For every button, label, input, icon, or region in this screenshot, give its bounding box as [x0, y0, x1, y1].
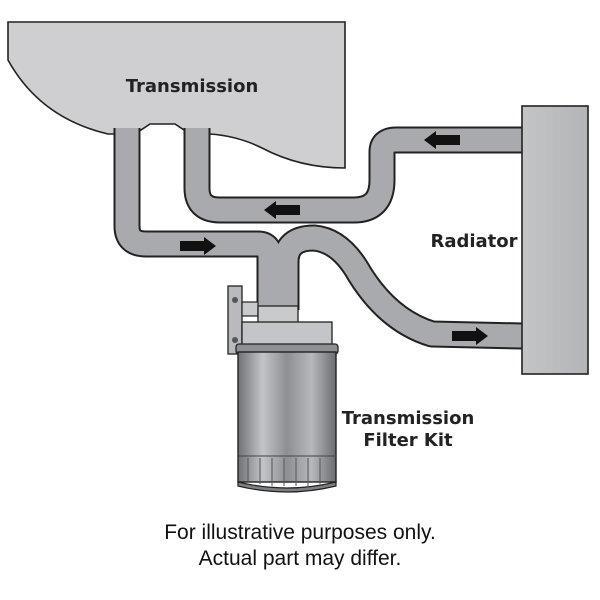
- caption-line-1: For illustrative purposes only.: [164, 521, 436, 544]
- caption-line-2: Actual part may differ.: [198, 547, 402, 570]
- transmission-housing: [7, 21, 346, 169]
- radiator: [521, 105, 589, 375]
- hose-filter-to-radiator: [274, 226, 523, 348]
- arrow-to-radiator: [452, 327, 488, 345]
- arrow-to-transmission-lower: [264, 201, 300, 219]
- filter-canister: [237, 351, 337, 493]
- hose-radiator-to-transmission: [185, 128, 522, 222]
- filter-kit-label-line2: Filter Kit: [363, 430, 453, 451]
- flow-arrows: [180, 131, 488, 345]
- arrow-to-filter: [180, 237, 216, 255]
- radiator-label: Radiator: [430, 231, 517, 252]
- filter-kit-label-line1: Transmission: [342, 408, 475, 429]
- disclaimer-caption: For illustrative purposes only. Actual p…: [0, 520, 600, 572]
- arrow-to-transmission-upper: [424, 131, 460, 149]
- transmission-label: Transmission: [126, 76, 259, 97]
